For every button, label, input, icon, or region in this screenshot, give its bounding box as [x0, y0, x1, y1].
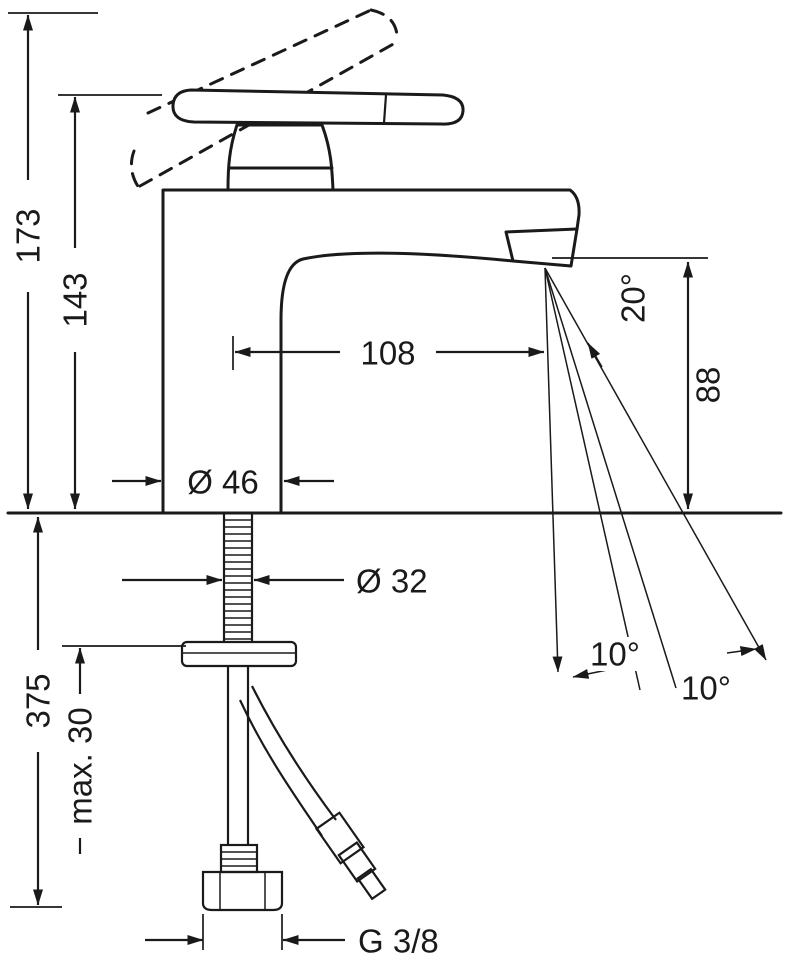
dim-label-375: 375: [20, 673, 57, 728]
dim-label-108: 108: [360, 335, 415, 372]
dim-10-left-bg: [588, 637, 642, 671]
dim-108: 108: [232, 334, 545, 372]
dim-143: 143: [57, 94, 162, 510]
dim-label-20deg: 20°: [615, 273, 652, 323]
dim-label-173: 173: [10, 208, 47, 263]
hose-fitting-tip: [356, 867, 387, 901]
dim-label-88: 88: [690, 367, 727, 404]
ext-connection-edges: [202, 914, 283, 950]
spray-line-mid-1: [544, 267, 641, 691]
supply-hose-edge-1: [251, 685, 337, 821]
spray-line-right: [544, 267, 767, 661]
dim-label-46: Ø 46: [187, 464, 259, 501]
lever-end-line: [382, 94, 388, 124]
dim-label-g38: G 3/8: [358, 923, 439, 960]
raised-lever-pivot-arc: [129, 149, 141, 190]
shank-end-threads: [221, 851, 257, 867]
dim-375: 375: [10, 516, 62, 908]
spray-line-mid-2: [544, 267, 677, 689]
dim-label-32: Ø 32: [356, 563, 428, 600]
mounting-shank: [222, 513, 254, 642]
spout-tip-aerator: [504, 227, 579, 268]
dim-10-right: 10°: [679, 670, 733, 707]
dim-label-10-left: 10°: [590, 636, 640, 673]
dim-label-143: 143: [57, 272, 94, 327]
mounting-hardware: [180, 513, 387, 912]
raised-lever-end-cap: [369, 8, 399, 44]
hose-fitting-nut: [337, 841, 377, 883]
dim-108-label-bg: [340, 334, 436, 371]
supply-hose-edge-2: [239, 699, 323, 837]
dim-g38: G 3/8: [145, 914, 439, 960]
handle-base: [226, 123, 335, 192]
body-left-and-spout-top: [161, 188, 581, 515]
dim-10-left: 10°: [588, 636, 642, 673]
dim-label-max30: max. 30: [62, 707, 99, 824]
dim-88: 88: [552, 257, 727, 510]
lever-handle: [171, 88, 465, 126]
angle-20-arrow: [587, 342, 603, 368]
raised-lever-top-edge: [146, 8, 373, 115]
hose-fitting-body: [314, 811, 366, 865]
connection-nut-facets: [219, 872, 266, 910]
dim-32: Ø 32: [122, 563, 428, 600]
dim-10-right-bg: [679, 671, 733, 705]
spray-angle-lines: [544, 267, 767, 691]
faucet-body: [129, 8, 581, 515]
angle-10-right-arrow: [726, 646, 757, 657]
connection-nut: [201, 870, 284, 912]
mounting-washer: [180, 640, 298, 668]
shank-threads: [224, 519, 252, 640]
spray-line-left: [544, 267, 563, 673]
dim-46: Ø 46: [112, 464, 334, 501]
dim-173: 173: [8, 12, 98, 510]
spout-underside-and-body-right: [279, 251, 515, 515]
dim-max-30: max. 30: [62, 645, 186, 854]
lower-shank: [226, 666, 250, 845]
dim-label-10-right: 10°: [681, 670, 731, 707]
